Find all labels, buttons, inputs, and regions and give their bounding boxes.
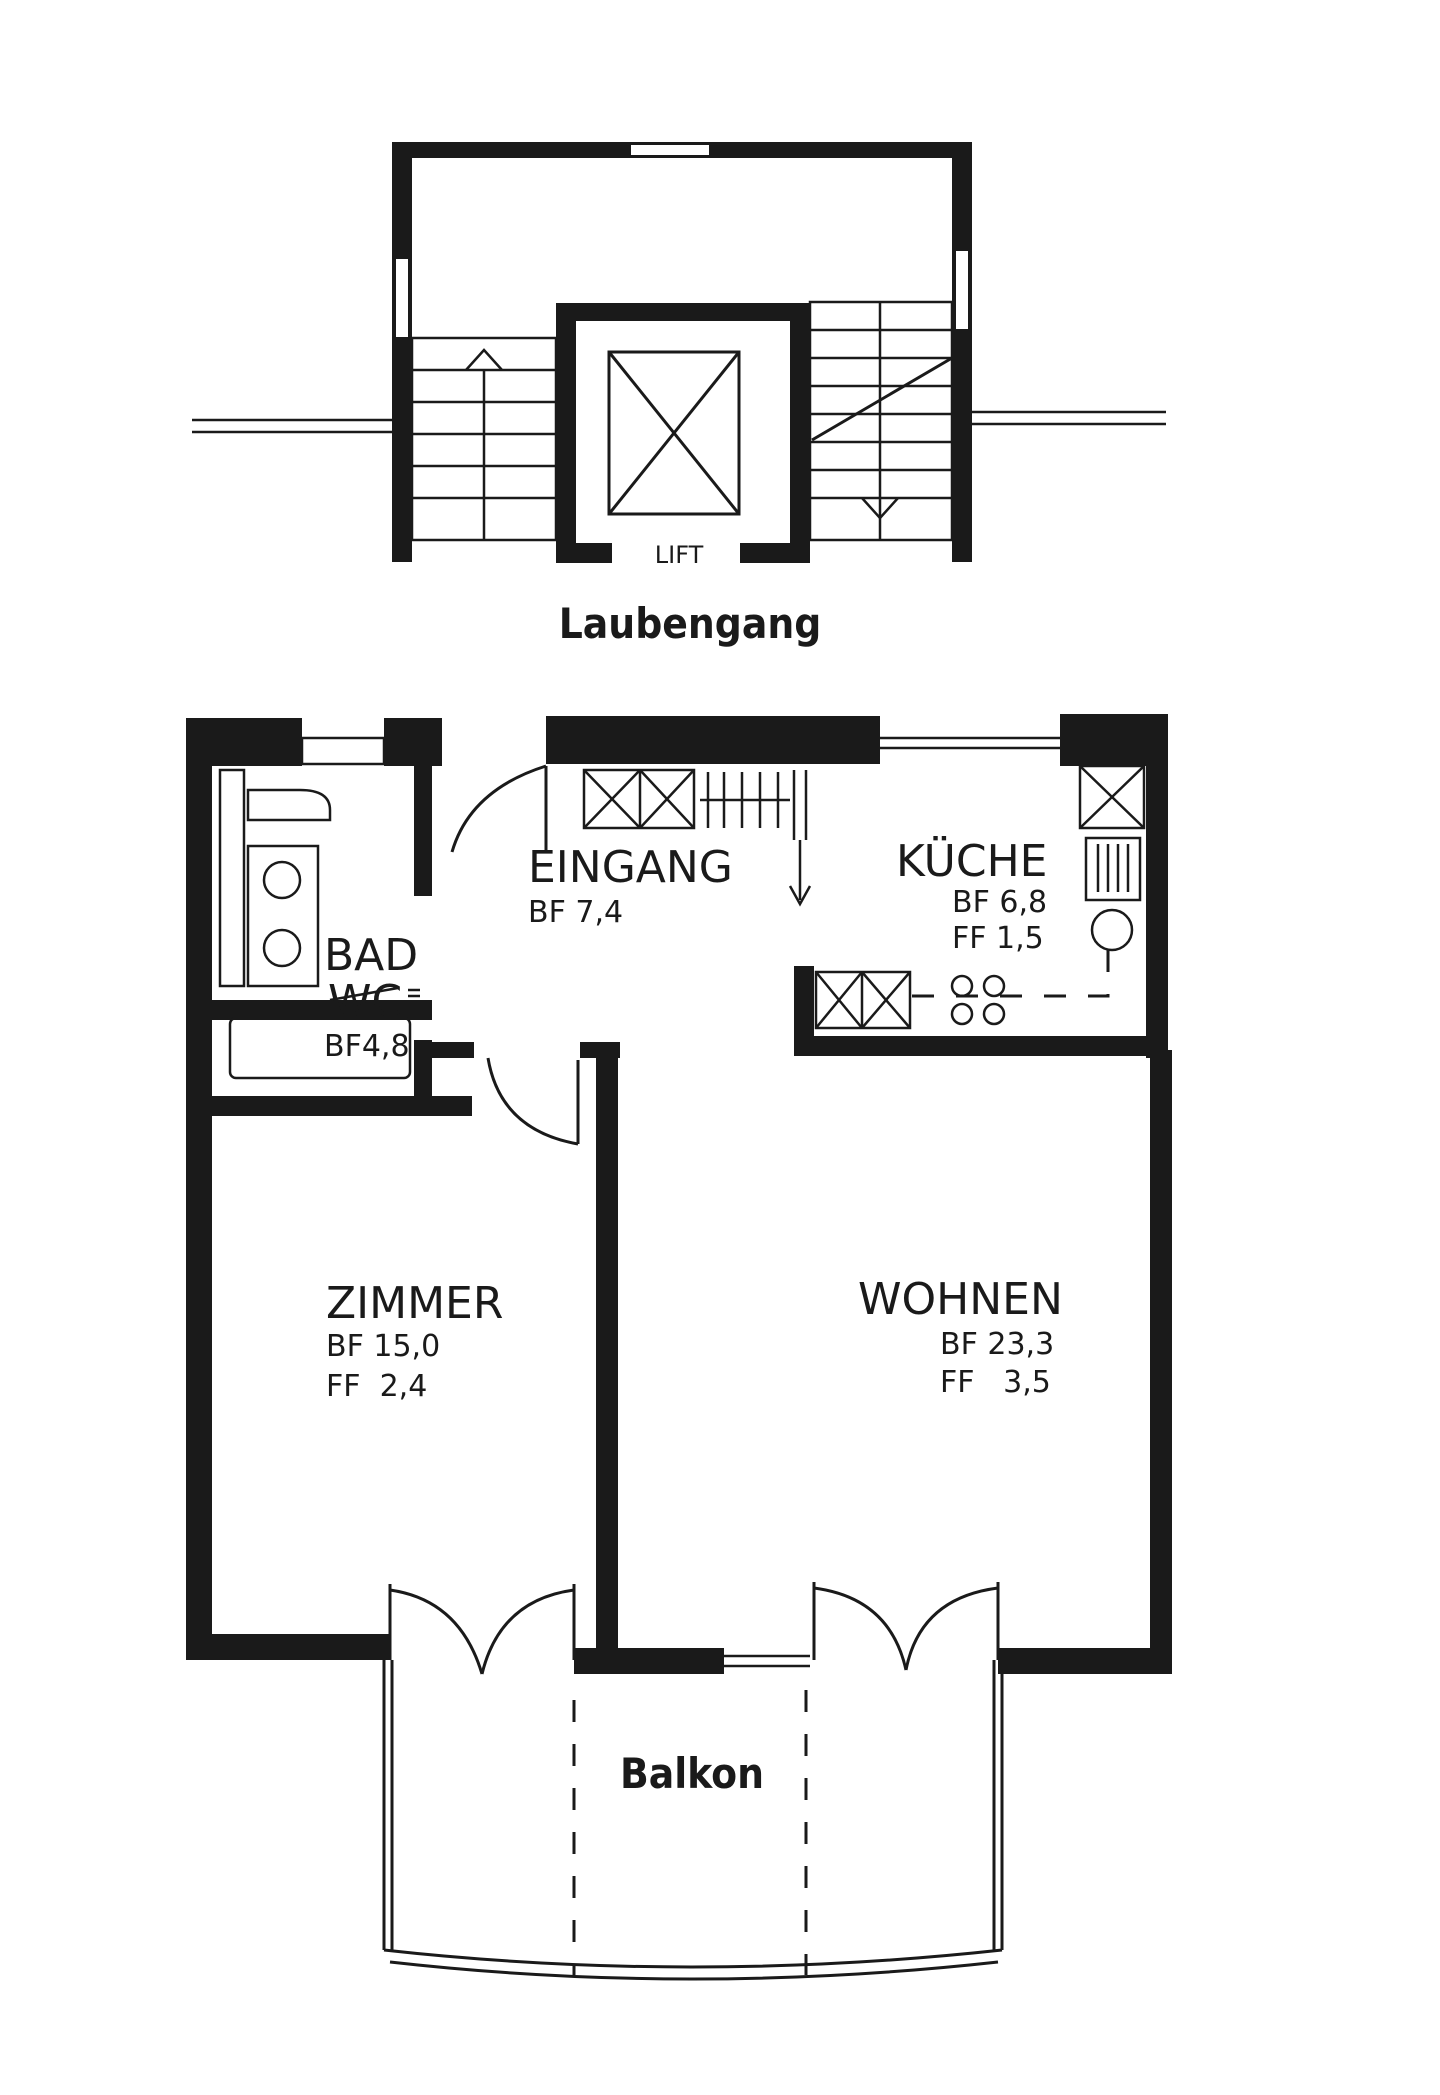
bad-fixtures [218,768,420,1080]
stair-left [410,336,558,542]
stairwell-top-window [629,143,711,157]
stove-burner-2 [982,974,1006,998]
wohnen-ff: FF 3,5 [940,1365,1051,1400]
wohnen-balcony-door [812,1582,1000,1671]
kueche-ff: FF 1,5 [952,921,1044,956]
stove-burner-1 [950,974,974,998]
stove-burner-3 [950,1002,974,1026]
entrance-door [450,764,548,853]
lift-shaft-right-wall [790,303,810,563]
wall-bottom-right [998,1648,1172,1674]
wohnen-bf: BF 23,3 [940,1327,1054,1362]
wall-zimmer-top [212,1096,472,1116]
stairwell: LIFT Laubengang [192,142,1166,648]
zimmer-bf: BF 15,0 [326,1329,440,1364]
lift-shaft-bottom-right [740,543,810,563]
bad-name: BAD [324,930,418,981]
lift-cabin [607,350,741,516]
counter-dashed-line [912,950,1110,998]
stair-up-arrow [465,348,503,371]
wc-name: WC [328,976,402,1027]
bad-bf: BF4,8 [324,1029,410,1064]
wall-zimmer-wohnen [596,1042,618,1652]
wall-bad-right-lower [414,1040,432,1110]
stairwell-left-wall [392,142,412,562]
zimmer-door [486,1057,580,1146]
wall-right-upper [1146,714,1168,1058]
bathtub [228,1016,412,1080]
lift-shaft-bottom-left [556,543,612,563]
sink-bowl-2 [262,928,302,968]
wall-bad-right-upper [414,766,432,896]
wall-kitchen-left [794,966,814,1054]
balcony: Balkon [382,1660,1004,1981]
zimmer-balcony-door [388,1584,576,1675]
stair-down-arrow [861,497,899,520]
washbasin [246,788,332,822]
eingang-name: EINGANG [528,842,733,893]
apartment: Balkon EINGANG BF 7,4 KÜCHE BF 6,8 FF 1,… [186,714,1172,1981]
stair-right [808,300,954,542]
sink-bowl-1 [262,860,302,900]
kueche-name: KÜCHE [896,835,1048,887]
lift-shaft-left-wall [556,303,576,563]
wall-top-eingang [546,716,880,764]
stairwell-right-window [954,249,970,331]
sink-icon [1090,908,1134,952]
stair-break-line [811,356,953,442]
wall-bottom-mid [574,1648,724,1674]
bad-window [300,736,386,766]
wohnen-name: WOHNEN [858,1274,1063,1325]
wall-bad-bottom [212,1000,432,1020]
kueche-bf: BF 6,8 [952,885,1047,920]
laubengang-title: Laubengang [559,599,822,648]
lift-label: LIFT [655,541,704,569]
kitchen-fixtures [814,764,1146,1030]
balkon-label: Balkon [620,1749,764,1798]
zimmer-ff: FF 2,4 [326,1369,427,1404]
arrow-down-icon [788,885,812,907]
eingang-bf: BF 7,4 [528,895,623,930]
wall-right-lower [1150,1050,1172,1650]
wall-left [186,718,212,1648]
wall-bottom-left [186,1634,390,1660]
stairwell-left-window [394,257,410,339]
wall-top-bad-right [384,718,442,766]
wall-stub [432,1042,474,1058]
lift-shaft-top-wall [556,303,810,321]
stove-burner-4 [982,1002,1006,1026]
wall-kitchen-bottom [794,1036,1168,1056]
stairwell-right-wall [952,142,972,562]
wardrobe [582,768,812,907]
zimmer-name: ZIMMER [326,1278,503,1329]
